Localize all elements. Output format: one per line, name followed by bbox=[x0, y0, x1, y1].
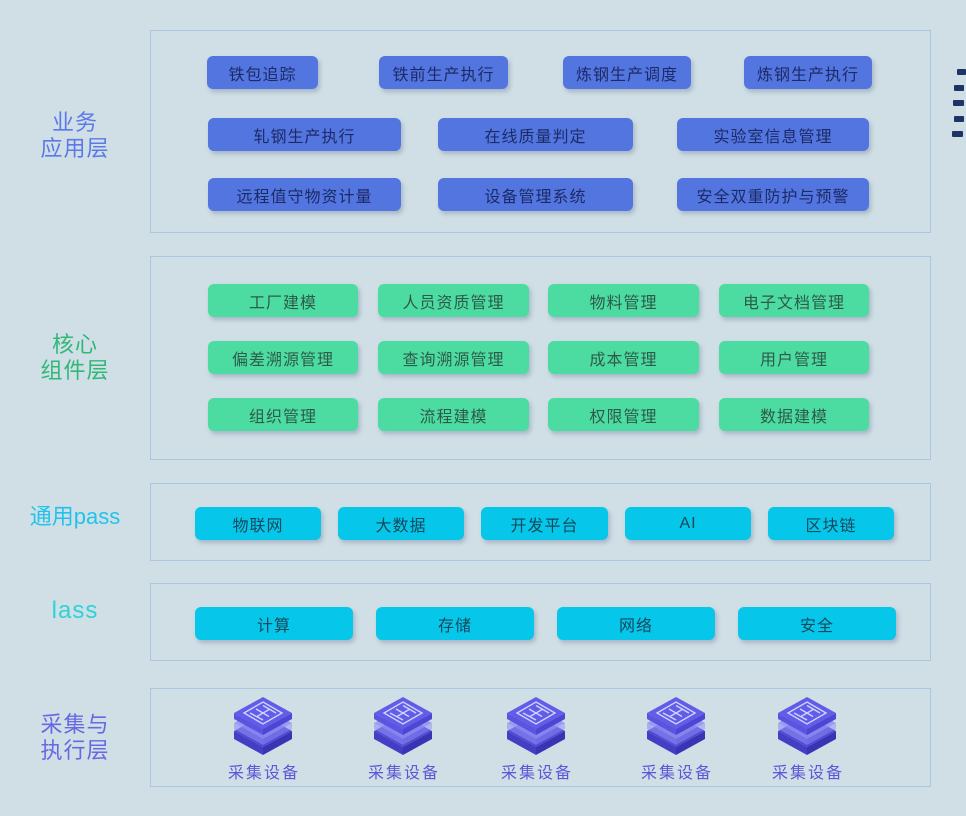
business-chip-button[interactable]: 轧钢生产执行 bbox=[208, 118, 401, 151]
layer-box-business: 铁包追踪 铁前生产执行 炼钢生产调度 炼钢生产执行轧钢生产执行 在线质量判定 实验室信息管… bbox=[150, 30, 931, 233]
iaas-chip-button[interactable]: 计算 bbox=[195, 607, 353, 640]
layer-label-paas: 通用pass bbox=[0, 504, 150, 530]
core-chip-button[interactable]: 数据建模 bbox=[719, 398, 869, 431]
collect-device: 采集设备 bbox=[344, 695, 464, 783]
core-chip-button[interactable]: 物料管理 bbox=[548, 284, 699, 317]
collect-device: 采集设备 bbox=[748, 695, 868, 783]
layer-label-line: 应用层 bbox=[40, 136, 110, 161]
paas-chip-button[interactable]: 开发平台 bbox=[481, 507, 608, 540]
business-chip-button[interactable]: 实验室信息管理 bbox=[677, 118, 869, 151]
business-chip-button[interactable]: 安全双重防护与预警 bbox=[677, 178, 869, 211]
device-label: 采集设备 bbox=[500, 765, 573, 782]
business-chip-button[interactable]: 设备管理系统 bbox=[438, 178, 633, 211]
core-chip-button[interactable]: 流程建模 bbox=[378, 398, 529, 431]
core-chip-button[interactable]: 成本管理 bbox=[548, 341, 699, 374]
layer-label-line: 核心 bbox=[51, 332, 98, 357]
device-label: 采集设备 bbox=[640, 765, 713, 782]
collect-device: 采集设备 bbox=[477, 695, 597, 783]
iaas-chip-button[interactable]: 安全 bbox=[738, 607, 896, 640]
device-cube-icon bbox=[507, 697, 565, 755]
layer-label-line: lass bbox=[51, 597, 99, 624]
layer-label-collect: 采集与执行层 bbox=[0, 712, 150, 764]
business-chip-button[interactable]: 铁包追踪 bbox=[207, 56, 318, 89]
device-cube-icon bbox=[374, 697, 432, 755]
layer-label-line: 业务 bbox=[51, 110, 98, 135]
layer-box-paas: 物联网大数据开发平台 AI 区块链 bbox=[150, 483, 931, 561]
layer-label-line: 组件层 bbox=[40, 358, 110, 383]
device-cube-icon bbox=[647, 697, 705, 755]
collect-device: 采集设备 bbox=[617, 695, 737, 783]
device-label: 采集设备 bbox=[367, 765, 440, 782]
layer-label-line: 采集与 bbox=[40, 712, 110, 737]
edge-dash-mark bbox=[954, 116, 964, 122]
device-label: 采集设备 bbox=[771, 765, 844, 782]
paas-chip-button[interactable]: 物联网 bbox=[195, 507, 321, 540]
layer-box-iaas: 计算存储网络安全 bbox=[150, 583, 931, 661]
core-chip-button[interactable]: 组织管理 bbox=[208, 398, 358, 431]
collect-device: 采集设备 bbox=[204, 695, 324, 783]
edge-dash-mark bbox=[953, 100, 964, 106]
layer-label-business: 业务应用层 bbox=[0, 110, 150, 162]
core-chip-button[interactable]: 用户管理 bbox=[719, 341, 869, 374]
edge-dash-mark bbox=[957, 69, 966, 75]
paas-chip-button[interactable]: 大数据 bbox=[338, 507, 464, 540]
business-chip-button[interactable]: 在线质量判定 bbox=[438, 118, 633, 151]
layer-label-line: 通用pass bbox=[29, 504, 121, 529]
business-chip-button[interactable]: 远程值守物资计量 bbox=[208, 178, 401, 211]
core-chip-button[interactable]: 权限管理 bbox=[548, 398, 699, 431]
core-chip-button[interactable]: 工厂建模 bbox=[208, 284, 358, 317]
core-chip-button[interactable]: 偏差溯源管理 bbox=[208, 341, 358, 374]
layer-box-collect: 采集设备 采集设备 bbox=[150, 688, 931, 787]
core-chip-button[interactable]: 查询溯源管理 bbox=[378, 341, 529, 374]
business-chip-button[interactable]: 炼钢生产调度 bbox=[563, 56, 691, 89]
iaas-chip-button[interactable]: 存储 bbox=[376, 607, 534, 640]
core-chip-button[interactable]: 人员资质管理 bbox=[378, 284, 529, 317]
business-chip-button[interactable]: 铁前生产执行 bbox=[379, 56, 508, 89]
layer-label-iaas: lass bbox=[0, 598, 150, 624]
layer-label-core: 核心组件层 bbox=[0, 332, 150, 384]
paas-chip-button[interactable]: AI bbox=[625, 507, 751, 540]
device-label: 采集设备 bbox=[227, 765, 300, 782]
layer-label-line: 执行层 bbox=[40, 738, 110, 763]
edge-dash-mark bbox=[952, 131, 963, 137]
device-cube-icon bbox=[778, 697, 836, 755]
layer-box-core: 工厂建模人员资质管理物料管理电子文档管理偏差溯源管理查询溯源管理成本管理用户管理… bbox=[150, 256, 931, 460]
core-chip-button[interactable]: 电子文档管理 bbox=[719, 284, 869, 317]
device-cube-icon bbox=[234, 697, 292, 755]
business-chip-button[interactable]: 炼钢生产执行 bbox=[744, 56, 872, 89]
paas-chip-button[interactable]: 区块链 bbox=[768, 507, 894, 540]
edge-dash-mark bbox=[954, 85, 964, 91]
iaas-chip-button[interactable]: 网络 bbox=[557, 607, 715, 640]
